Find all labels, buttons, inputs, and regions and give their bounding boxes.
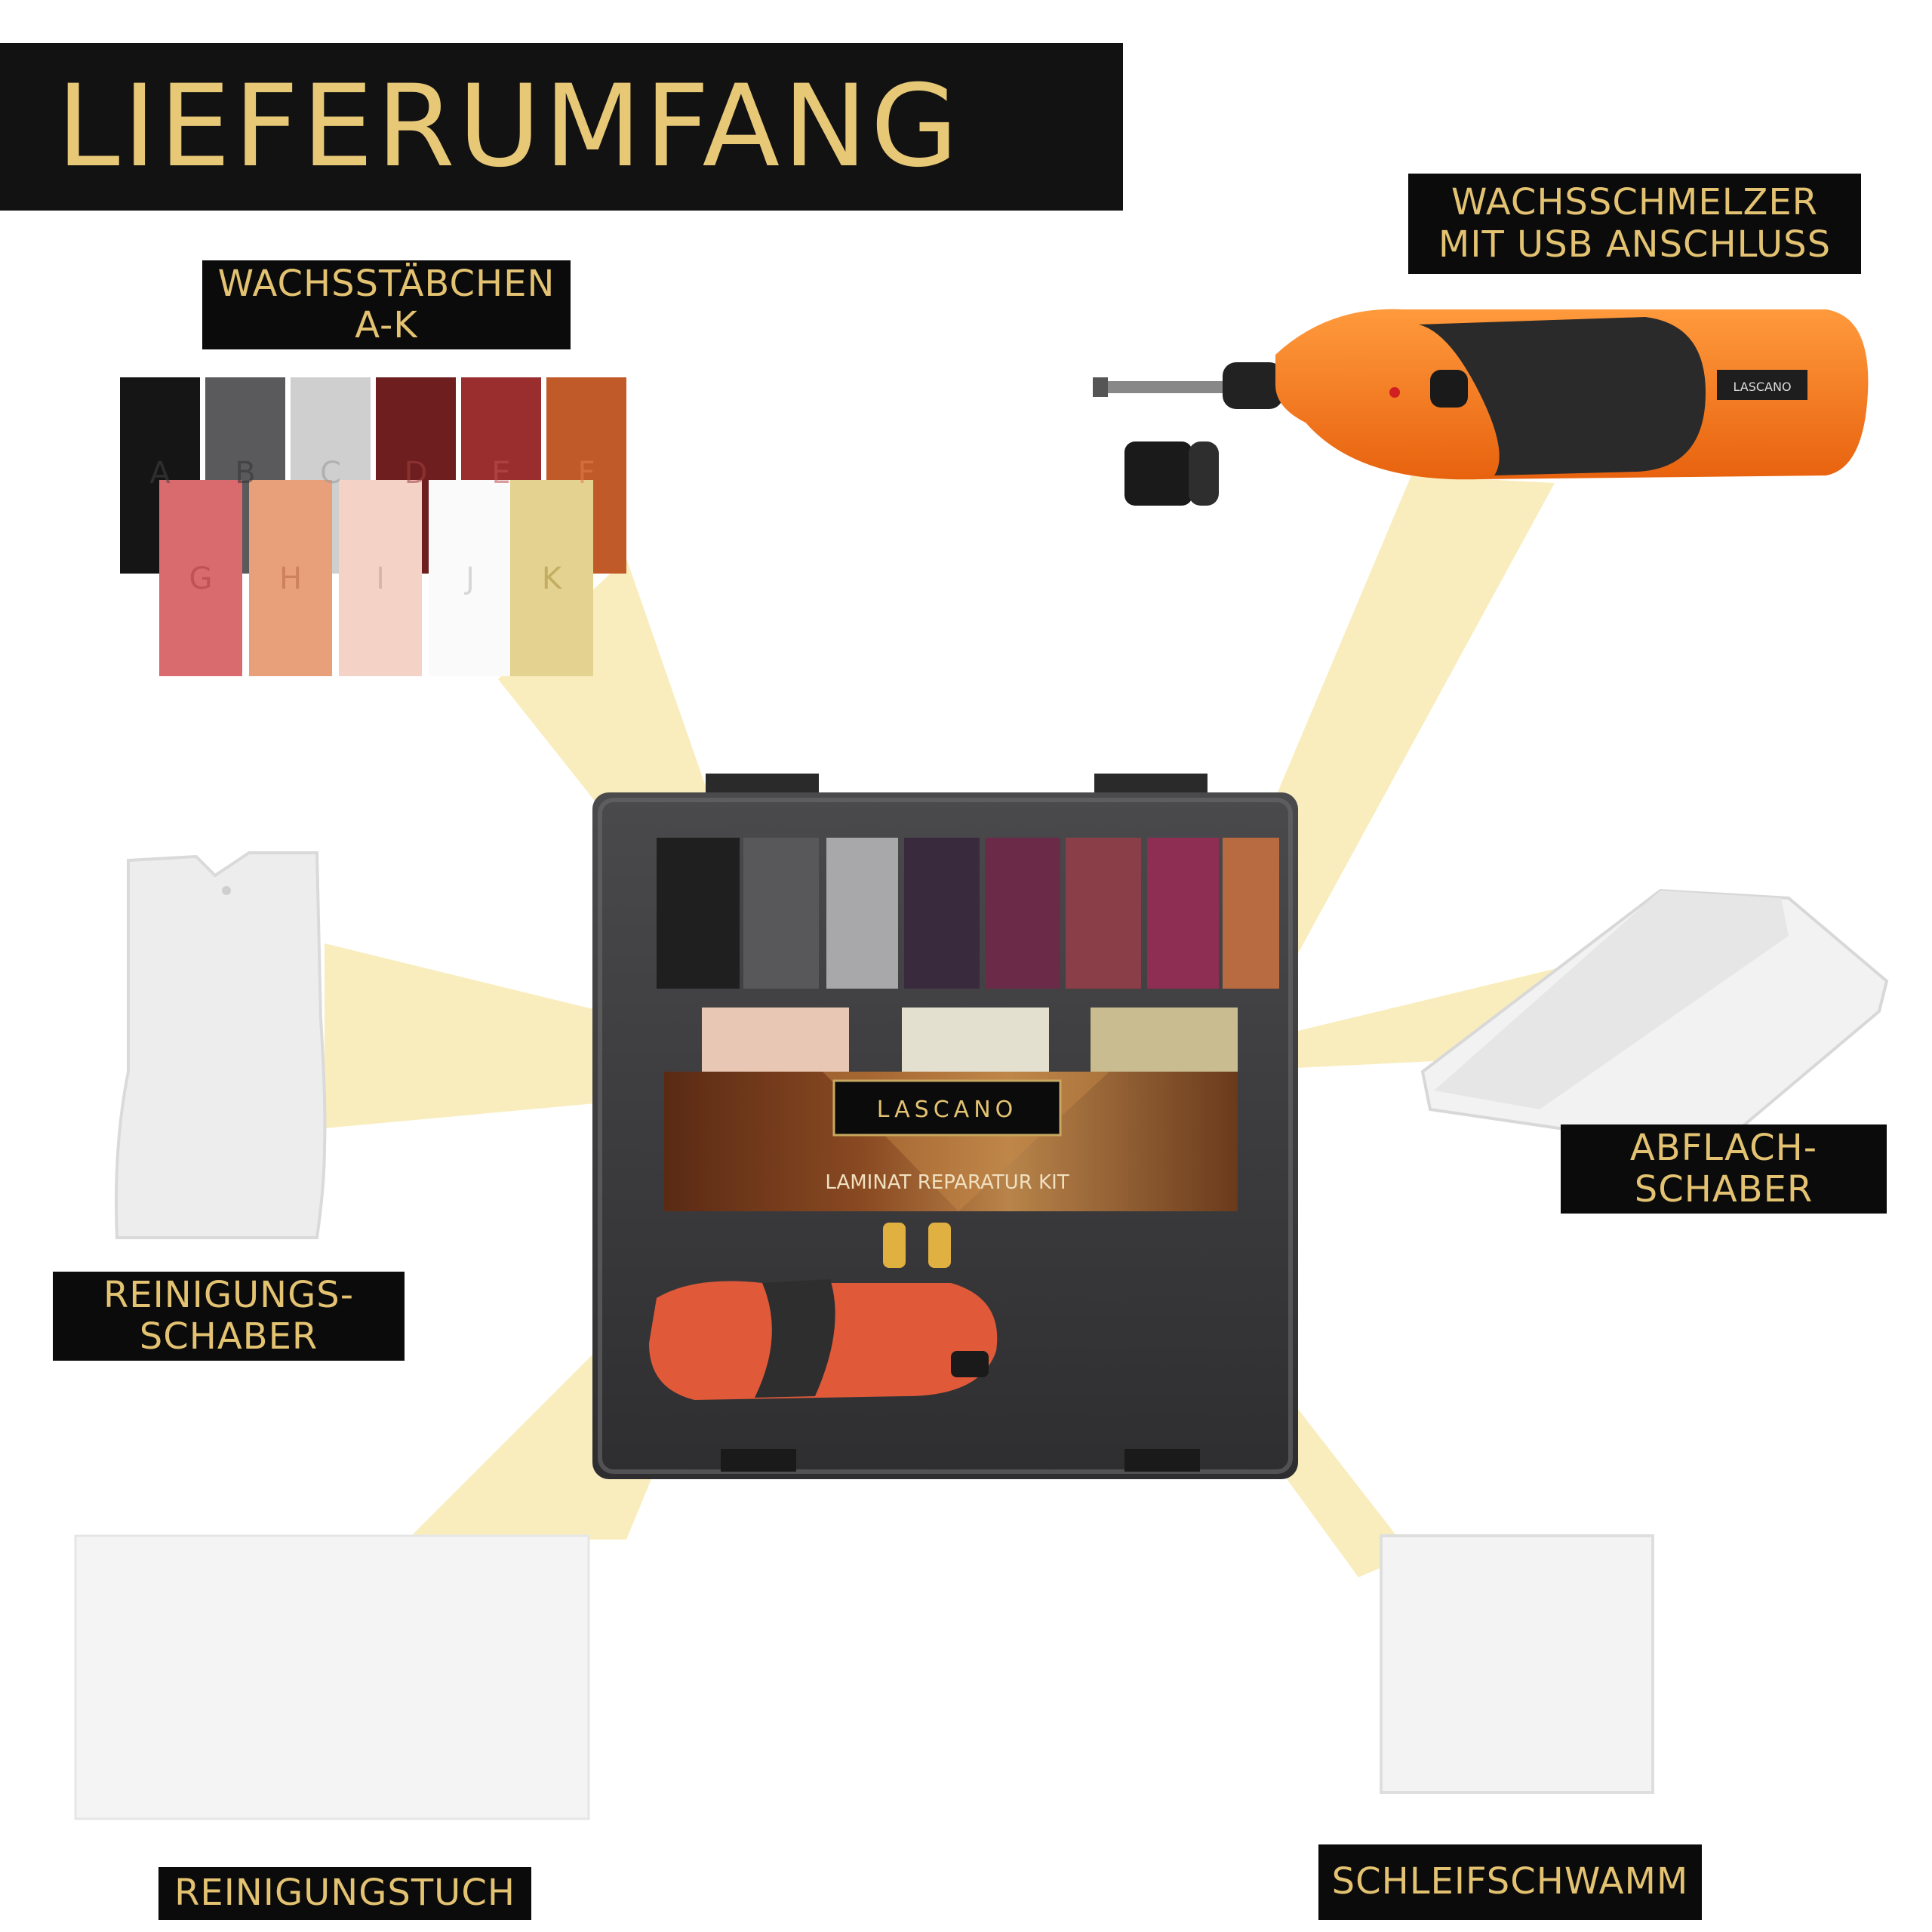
cloth-icon: [74, 1534, 590, 1820]
wax-letter: D: [405, 456, 428, 491]
label-wax-sticks: WACHSSTÄBCHEN A-K: [202, 260, 571, 349]
wax-letter: G: [189, 561, 213, 596]
melter-cap: [1124, 441, 1192, 506]
wax-letter: H: [279, 561, 302, 596]
label-wax-melter: WACHSSCHMELZER MIT USB ANSCHLUSS: [1408, 174, 1861, 274]
case-brand: LASCANO: [877, 1097, 1018, 1123]
wax-letter: B: [235, 456, 255, 491]
wax-letter: F: [577, 456, 595, 491]
wax-letter: J: [463, 561, 475, 596]
sponge-icon: [1380, 1534, 1654, 1794]
wax-sticks-front-row: [159, 480, 593, 676]
wax-letter: C: [320, 456, 341, 491]
case-kit-name: LAMINAT REPARATUR KIT: [825, 1171, 1069, 1194]
melter-brand: LASCANO: [1733, 380, 1791, 394]
wax-letter: I: [376, 561, 385, 596]
wax-letter: E: [491, 456, 510, 491]
flat-scraper-icon: [1420, 888, 1889, 1134]
wax-stick-letters: A B C D E F G H I J K: [149, 456, 595, 596]
wax-letter: K: [542, 561, 563, 596]
label-flat-scraper: ABFLACH- SCHABER: [1561, 1124, 1887, 1214]
label-cleaning-scraper: REINIGUNGS- SCHABER: [53, 1272, 405, 1361]
scraper-icon: [115, 851, 327, 1239]
case-icon: LASCANO LAMINAT REPARATUR KIT: [592, 774, 1298, 1479]
wax-letter: A: [149, 456, 171, 491]
page-title: LIEFERUMFANG: [0, 43, 1123, 211]
label-cleaning-cloth: REINIGUNGSTUCH: [158, 1867, 531, 1920]
label-sanding-sponge: SCHLEIFSCHWAMM: [1318, 1844, 1702, 1920]
melter-pen-icon: LASCANO: [1093, 309, 1869, 506]
